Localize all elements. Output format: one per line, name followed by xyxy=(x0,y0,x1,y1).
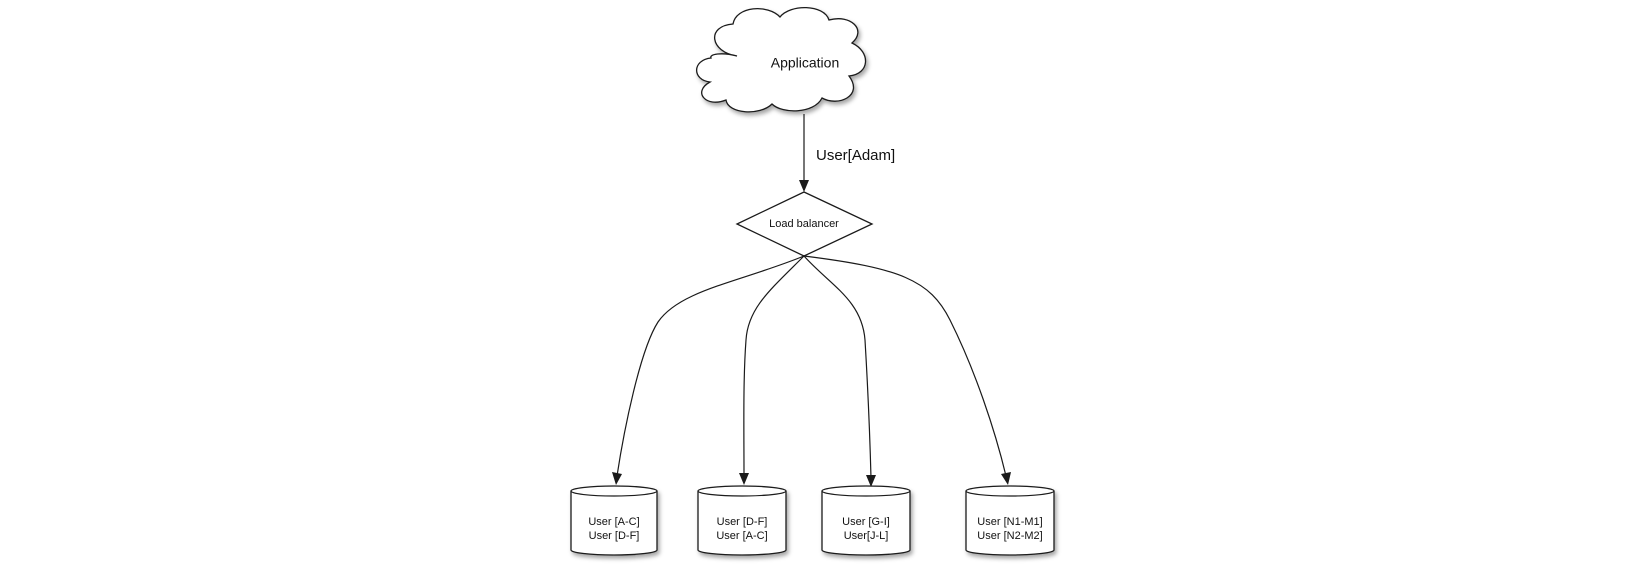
database-2 xyxy=(697,485,787,556)
edge-to-db-4 xyxy=(803,255,1011,485)
arrow-head-icon xyxy=(866,475,876,487)
edge-to-db-1 xyxy=(612,255,805,485)
database-3-line-2: User[J-L] xyxy=(844,530,889,542)
database-1-line-2: User [D-F] xyxy=(589,530,640,542)
database-2-line-1: User [D-F] xyxy=(717,516,768,528)
arrow-head-icon xyxy=(1001,472,1011,485)
application-label: Application xyxy=(771,55,840,71)
database-3-line-1: User [G-I] xyxy=(842,516,890,528)
database-1 xyxy=(570,485,658,556)
load-balancer-label: Load balancer xyxy=(769,218,839,230)
database-4 xyxy=(965,485,1055,556)
application-cloud: Application xyxy=(695,6,867,113)
edge-to-db-2 xyxy=(739,255,805,485)
request-edge: User[Adam] xyxy=(799,114,895,192)
arrow-head-icon xyxy=(612,472,622,485)
database-2-line-2: User [A-C] xyxy=(716,530,767,542)
database-4-line-1: User [N1-M1] xyxy=(977,516,1042,528)
request-edge-label: User[Adam] xyxy=(816,147,895,164)
edge-to-db-3 xyxy=(803,255,876,487)
database-1-line-1: User [A-C] xyxy=(588,516,639,528)
load-balancer: Load balancer xyxy=(735,191,874,257)
database-4-line-2: User [N2-M2] xyxy=(977,530,1042,542)
distribution-edges xyxy=(612,255,1011,487)
arrow-head-icon xyxy=(799,180,809,192)
arrow-head-icon xyxy=(739,473,749,485)
database-3 xyxy=(821,485,911,556)
